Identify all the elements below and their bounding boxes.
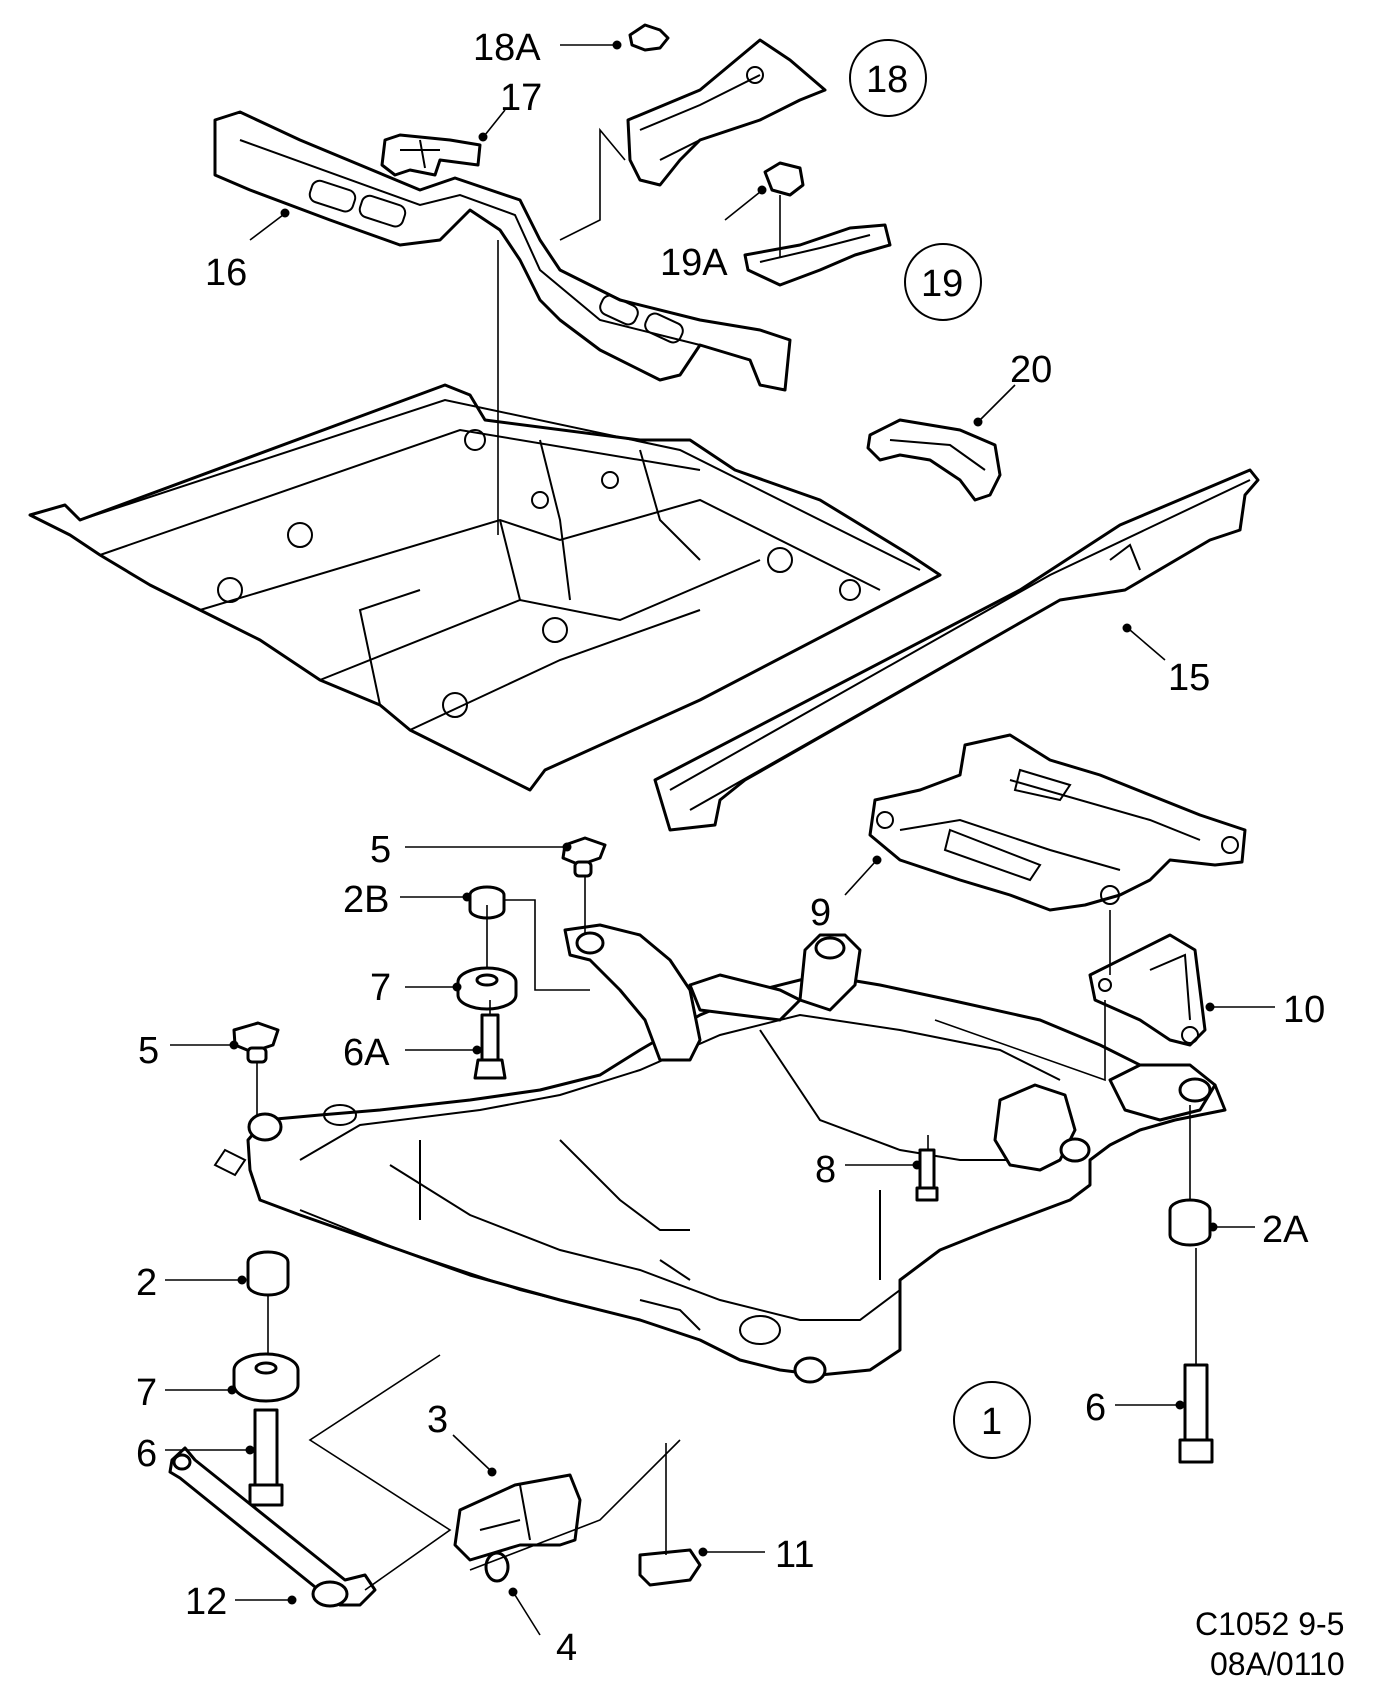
- part-19-bracket: [743, 223, 892, 287]
- part-17-bracket: [380, 133, 482, 177]
- part-18A-clip: [628, 23, 670, 52]
- label-6-right: 6: [1085, 1387, 1106, 1429]
- label-11: 11: [775, 1534, 814, 1576]
- part-5-washer: [232, 1021, 280, 1064]
- part-2A-bushing: [1168, 1198, 1212, 1247]
- callout-labels: 18A 17 18 16 19A 19 20 15 5 2B 9 7 10 5 …: [136, 27, 1325, 1669]
- label-9: 9: [810, 892, 831, 934]
- label-18A: 18A: [473, 27, 541, 69]
- assembly-18-circle: [849, 39, 927, 117]
- diagram-revision: 08A/0110: [1210, 1646, 1345, 1682]
- part-6-right-bolt: [1178, 1363, 1214, 1464]
- label-3: 3: [427, 1399, 448, 1441]
- label-5-upper: 5: [370, 829, 391, 871]
- label-18: 18: [866, 59, 908, 101]
- label-10: 10: [1283, 989, 1325, 1031]
- part-15-sill-member: [653, 468, 1260, 832]
- part-2-bushing: [246, 1250, 290, 1297]
- floor-pan: [28, 383, 942, 792]
- diagram-code: C1052 9-5: [1195, 1606, 1344, 1642]
- label-2A: 2A: [1262, 1209, 1309, 1251]
- part-6-left-bolt: [248, 1408, 284, 1507]
- part-20-bracket: [866, 418, 1002, 502]
- label-19: 19: [921, 263, 963, 305]
- label-19A: 19A: [660, 242, 728, 284]
- assembly-1-circle: [953, 1381, 1031, 1459]
- part-3-bracket: [453, 1473, 582, 1562]
- part-12-strut: [168, 1446, 377, 1608]
- part-8-bolt: [915, 1148, 939, 1202]
- label-15: 15: [1168, 657, 1210, 699]
- label-1: 1: [981, 1401, 1002, 1443]
- part-4-bushing: [484, 1551, 510, 1583]
- label-12: 12: [185, 1581, 227, 1623]
- assembly-lines: [256, 127, 1197, 1591]
- label-2B: 2B: [343, 879, 389, 921]
- label-8: 8: [815, 1149, 836, 1191]
- part-7-lower-mount: [232, 1352, 300, 1403]
- label-16: 16: [205, 252, 247, 294]
- part-5-upper-washer: [561, 836, 607, 878]
- part-2B-bushing: [468, 885, 506, 920]
- callout-leaders: [165, 40, 1275, 1636]
- label-4: 4: [556, 1627, 577, 1669]
- label-7-lower: 7: [136, 1372, 157, 1414]
- part-7-upper-mount: [456, 966, 518, 1011]
- label-7-upper: 7: [370, 967, 391, 1009]
- label-5-lower: 5: [138, 1030, 159, 1072]
- part-1-subframe: [213, 923, 1227, 1384]
- label-17: 17: [500, 77, 542, 119]
- part-10-bracket: [1088, 933, 1207, 1047]
- part-19A-clip: [763, 161, 805, 197]
- part-9-brace-plate: [868, 733, 1247, 912]
- label-20: 20: [1010, 349, 1052, 391]
- part-11-bracket: [638, 1548, 702, 1587]
- label-2: 2: [136, 1262, 157, 1304]
- part-16-cross-member: [213, 110, 792, 392]
- assembly-19-circle: [904, 243, 982, 321]
- part-18-tunnel-reinforcement: [626, 38, 827, 187]
- label-6-left: 6: [136, 1433, 157, 1475]
- label-6A: 6A: [343, 1032, 390, 1074]
